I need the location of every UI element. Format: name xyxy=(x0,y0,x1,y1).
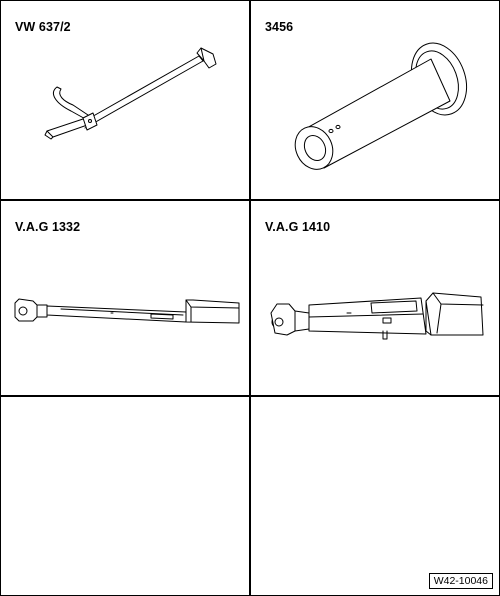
tool-cell-3456: 3456 xyxy=(251,1,498,198)
tool-label: 3456 xyxy=(265,20,294,34)
tool-label: V.A.G 1410 xyxy=(265,220,331,234)
cylindrical-sleeve-tool-icon xyxy=(294,42,468,170)
tool-cell-vag-1332: V.A.G 1332 xyxy=(1,201,248,398)
torque-wrench-large-icon xyxy=(270,292,484,340)
tool-cell-vag-1410: V.A.G 1410 xyxy=(251,201,498,398)
lever-hook-tool-icon xyxy=(44,47,217,140)
figure-id: W42-10046 xyxy=(428,573,493,589)
grid-divider-horizontal xyxy=(1,199,499,201)
grid-divider-horizontal xyxy=(1,395,499,397)
tool-label: VW 637/2 xyxy=(15,20,71,34)
tool-cell-vw-637-2: VW 637/2 xyxy=(1,1,248,198)
tool-cell-empty xyxy=(1,397,248,594)
tool-cell-empty xyxy=(251,397,498,594)
grid-divider-vertical xyxy=(249,1,251,595)
torque-wrench-icon xyxy=(14,298,240,324)
tool-label: V.A.G 1332 xyxy=(15,220,81,234)
